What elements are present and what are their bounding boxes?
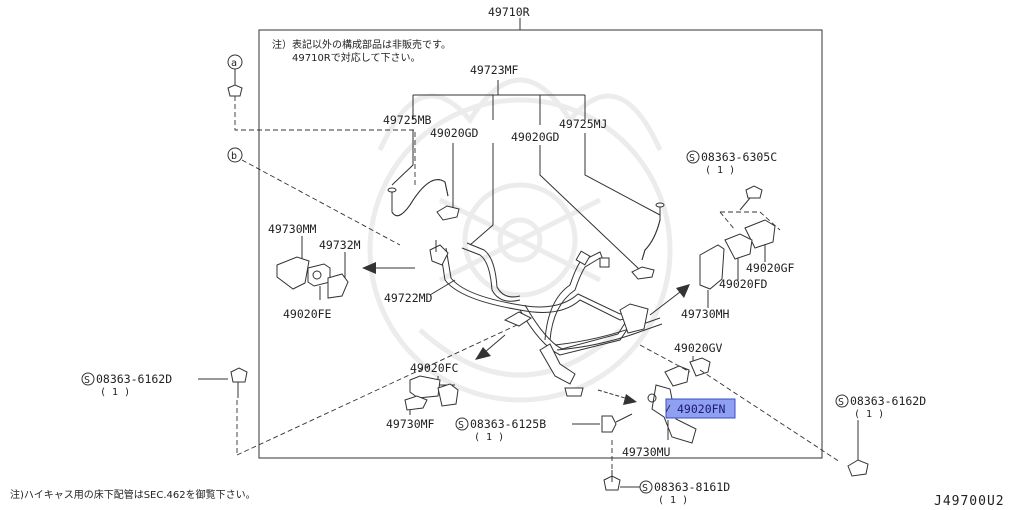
label-49020GF: 49020GF: [746, 261, 795, 275]
svg-text:S: S: [838, 397, 844, 408]
bolt-6162D-left: S 08363-6162D ( 1 ): [81, 367, 248, 455]
bolt-8161D: S 08363-8161D ( 1 ): [603, 440, 730, 506]
label-49020GD-left: 49020GD: [430, 126, 479, 140]
callout-b: b: [227, 147, 518, 456]
svg-text:08363-6162D: 08363-6162D: [96, 372, 172, 386]
assembly-number-label: 49710R: [488, 5, 530, 19]
svg-text:( 1 ): ( 1 ): [474, 432, 504, 443]
tube-assembly: [429, 240, 663, 397]
svg-text:S: S: [84, 375, 90, 386]
label-49722MD: 49722MD: [384, 291, 433, 305]
svg-text:b: b: [231, 151, 237, 162]
svg-text:S: S: [689, 153, 695, 164]
svg-text:08363-8161D: 08363-8161D: [654, 480, 730, 494]
svg-text:08363-6125B: 08363-6125B: [470, 417, 546, 431]
label-49725MJ: 49725MJ: [559, 117, 607, 131]
box-note-line2: 49710Rで対応して下さい。: [292, 51, 420, 64]
watermark-emblem: [367, 77, 673, 403]
box-note-line1: 注）表記以外の構成部品は非販売です。: [272, 38, 451, 51]
callout-a: a: [227, 54, 416, 185]
label-49020FE: 49020FE: [283, 307, 332, 321]
label-49020FC: 49020FC: [410, 361, 459, 375]
label-49020FD: 49020FD: [719, 277, 768, 291]
label-49020GV: 49020GV: [674, 341, 723, 355]
label-49730MM: 49730MM: [268, 222, 317, 236]
svg-text:S: S: [642, 483, 648, 494]
arrows: [362, 262, 690, 405]
assembly-frame: [258, 29, 823, 459]
svg-text:08363-6305C: 08363-6305C: [701, 150, 777, 164]
label-49020FN: 49020FN: [677, 402, 726, 416]
footer-note: 注)ハイキャス用の床下配管はSEC.462を御覧下さい。: [10, 488, 256, 501]
label-49020GD-right: 49020GD: [511, 130, 560, 144]
svg-text:( 1 ): ( 1 ): [705, 165, 735, 176]
bolt-6125B: S 08363-6125B ( 1 ): [455, 413, 633, 443]
label-49730MU: 49730MU: [622, 445, 671, 459]
highlight-49020FN: [665, 398, 736, 419]
label-49732M: 49732M: [319, 238, 361, 252]
label-49725MB: 49725MB: [383, 113, 432, 127]
svg-text:( 1 ): ( 1 ): [658, 495, 688, 506]
svg-text:( 1 ): ( 1 ): [100, 387, 130, 398]
svg-text:08363-6162D: 08363-6162D: [850, 394, 926, 408]
bolt-6162D-right: S 08363-6162D ( 1 ): [835, 394, 926, 477]
svg-text:S: S: [458, 420, 464, 431]
bolt-6305C: S 08363-6305C ( 1 ): [686, 150, 777, 211]
label-49730MF: 49730MF: [386, 417, 435, 431]
label-49730MH: 49730MH: [681, 307, 730, 321]
diagram-code: J49700U2: [934, 494, 1005, 509]
label-49723MF: 49723MF: [470, 63, 519, 77]
svg-text:( 1 ): ( 1 ): [854, 409, 884, 420]
svg-text:a: a: [231, 58, 237, 69]
